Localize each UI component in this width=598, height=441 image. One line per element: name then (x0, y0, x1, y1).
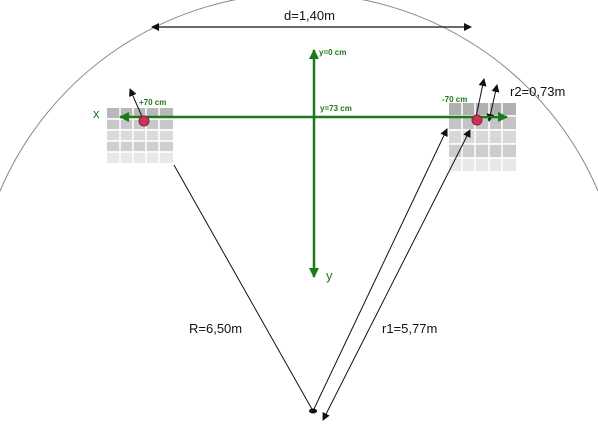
left-point (138, 115, 150, 127)
d-label: d=1,40m (284, 8, 335, 23)
y73-label: y=73 cm (320, 104, 352, 113)
right-point (471, 114, 483, 126)
y0-label: y=0 cm (319, 48, 346, 57)
r1-line-inner (312, 128, 448, 412)
R-line (173, 164, 314, 412)
minus70-label: -70 cm (442, 95, 467, 104)
radius-arc (0, 0, 598, 192)
y-axis-label: y (326, 268, 333, 283)
origin-point (309, 408, 317, 414)
plus70-label: +70 cm (139, 98, 166, 107)
right-grid (449, 103, 516, 171)
x-axis-label: x (93, 106, 100, 121)
r2-label: r2=0,73m (510, 84, 565, 99)
r1-label: r1=5,77m (382, 321, 437, 336)
r2-arrow-1 (475, 78, 487, 118)
R-label: R=6,50m (189, 321, 242, 336)
r1-line-outer (322, 129, 471, 421)
